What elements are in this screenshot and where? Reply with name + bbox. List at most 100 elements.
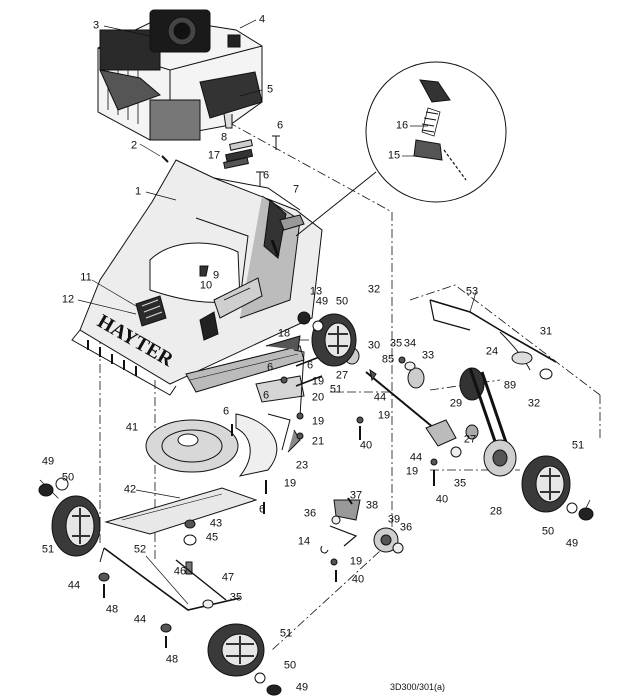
callout-53: 53 <box>465 285 479 298</box>
callout-48: 48 <box>165 653 179 666</box>
blade-disc <box>145 413 291 477</box>
callout-49: 49 <box>41 455 55 468</box>
callout-24: 24 <box>485 345 499 358</box>
callout-49: 49 <box>295 681 309 694</box>
callout-15: 15 <box>387 149 401 162</box>
callout-50: 50 <box>335 295 349 308</box>
callout-48: 48 <box>105 603 119 616</box>
callout-31: 31 <box>539 325 553 338</box>
callout-27: 27 <box>335 369 349 382</box>
wheel-front-right <box>207 623 265 677</box>
callout-14: 14 <box>297 535 311 548</box>
callout-89: 89 <box>503 379 517 392</box>
callout-9: 9 <box>212 269 220 282</box>
callout-29: 29 <box>449 397 463 410</box>
callout-49: 49 <box>565 537 579 550</box>
callout-40: 40 <box>435 493 449 506</box>
rear-axle <box>344 299 557 447</box>
front-axle <box>99 547 241 611</box>
callout-38: 38 <box>365 499 379 512</box>
callout-19: 19 <box>311 375 325 388</box>
callout-39: 39 <box>387 513 401 526</box>
callout-28: 28 <box>489 505 503 518</box>
callout-85: 85 <box>381 353 395 366</box>
wheel-front-left <box>51 495 101 557</box>
callout-35: 35 <box>389 337 403 350</box>
callout-6: 6 <box>276 119 284 132</box>
fasteners <box>98 356 462 648</box>
cable-clip-parts <box>161 135 280 186</box>
callout-3: 3 <box>92 19 100 32</box>
callout-16: 16 <box>395 119 409 132</box>
callout-6: 6 <box>258 503 266 516</box>
callout-47: 47 <box>221 571 235 584</box>
callout-6: 6 <box>222 405 230 418</box>
callout-36: 36 <box>399 521 413 534</box>
callout-52: 52 <box>133 543 147 556</box>
callout-5: 5 <box>266 83 274 96</box>
engine-assembly <box>97 9 263 141</box>
callout-33: 33 <box>421 349 435 362</box>
callout-50: 50 <box>283 659 297 672</box>
callout-50: 50 <box>541 525 555 538</box>
callout-6: 6 <box>306 359 314 372</box>
callout-51: 51 <box>571 439 585 452</box>
deck-housing <box>71 159 323 396</box>
callout-37: 37 <box>349 489 363 502</box>
callout-18: 18 <box>277 327 291 340</box>
wheel-rear-right <box>521 455 571 513</box>
callout-44: 44 <box>409 451 423 464</box>
leader-lines <box>77 19 477 605</box>
callout-30: 30 <box>367 339 381 352</box>
callout-19: 19 <box>377 409 391 422</box>
callout-44: 44 <box>67 579 81 592</box>
callout-2: 2 <box>130 139 138 152</box>
callout-6: 6 <box>262 389 270 402</box>
callout-19: 19 <box>283 477 297 490</box>
callout-6: 6 <box>266 361 274 374</box>
callout-50: 50 <box>61 471 75 484</box>
callout-1: 1 <box>134 185 142 198</box>
callout-32: 32 <box>527 397 541 410</box>
clutch-parts <box>320 497 404 554</box>
drive-chain <box>459 367 517 477</box>
cutter-plate <box>104 487 258 575</box>
callout-27: 27 <box>463 433 477 446</box>
callout-34: 34 <box>403 337 417 350</box>
callout-46: 46 <box>173 565 187 578</box>
callout-8: 8 <box>220 131 228 144</box>
callout-51: 51 <box>329 383 343 396</box>
callout-19: 19 <box>349 555 363 568</box>
callout-41: 41 <box>125 421 139 434</box>
drawing-code: 3D300/301(a) <box>390 682 446 692</box>
callout-7: 7 <box>292 183 300 196</box>
callout-23: 23 <box>295 459 309 472</box>
callout-19: 19 <box>405 465 419 478</box>
callout-21: 21 <box>311 435 325 448</box>
callout-12: 12 <box>61 293 75 306</box>
callout-11: 11 <box>80 271 92 284</box>
callout-43: 43 <box>209 517 223 530</box>
callout-20: 20 <box>311 391 325 404</box>
callout-4: 4 <box>258 13 266 26</box>
callout-51: 51 <box>41 543 55 556</box>
callout-45: 45 <box>205 531 219 544</box>
callout-51: 51 <box>279 627 293 640</box>
callout-6: 6 <box>262 169 270 182</box>
callout-44: 44 <box>373 391 387 404</box>
switch-block <box>135 295 167 327</box>
hub-caps <box>38 311 594 696</box>
callout-35: 35 <box>453 477 467 490</box>
callout-10: 10 <box>199 279 213 292</box>
callout-19: 19 <box>311 415 325 428</box>
detail-inset <box>295 61 507 237</box>
callout-49: 49 <box>315 295 329 308</box>
callout-42: 42 <box>123 483 137 496</box>
callout-40: 40 <box>359 439 373 452</box>
callout-17: 17 <box>207 149 221 162</box>
callout-44: 44 <box>133 613 147 626</box>
callout-32: 32 <box>367 283 381 296</box>
callout-35: 35 <box>229 591 243 604</box>
